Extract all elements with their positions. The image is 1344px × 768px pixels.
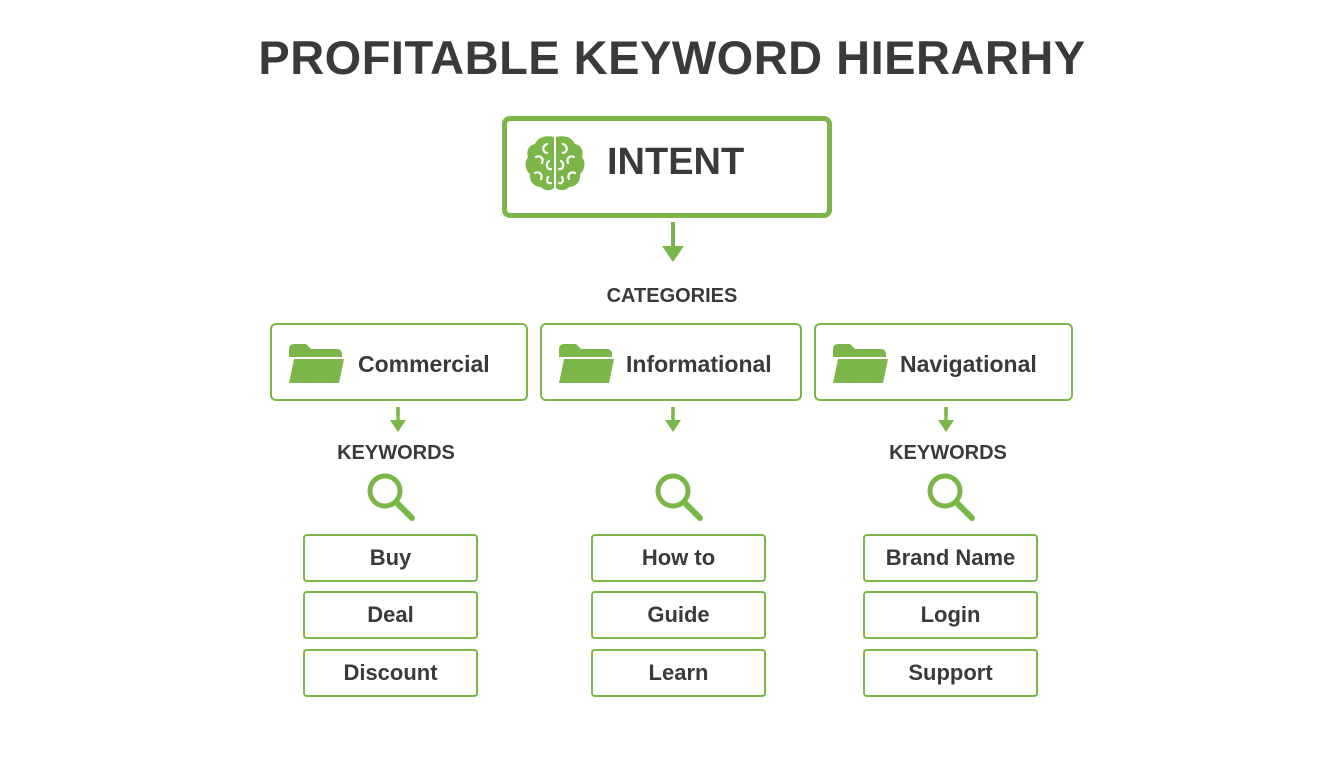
keywords-label-commercial: KEYWORDS: [337, 442, 455, 464]
brain-icon: [525, 136, 585, 191]
categories-label: CATEGORIES: [606, 285, 738, 307]
keyword-box: Support: [863, 649, 1038, 697]
intent-label: INTENT: [607, 141, 745, 183]
folder-icon: [289, 344, 344, 383]
keyword-box: Discount: [303, 649, 478, 697]
keyword-box: Brand Name: [863, 534, 1038, 582]
keyword-box: Buy: [303, 534, 478, 582]
search-icon: [655, 473, 703, 521]
category-label-informational: Informational: [626, 351, 772, 377]
search-icon: [367, 473, 415, 521]
category-label-commercial: Commercial: [358, 351, 490, 377]
arrow-down-icon: [665, 407, 681, 432]
keywords-label-navigational: KEYWORDS: [889, 442, 1007, 464]
keyword-box: Deal: [303, 591, 478, 639]
diagram-title: PROFITABLE KEYWORD HIERARHY: [258, 31, 1086, 84]
folder-icon: [833, 344, 888, 383]
search-icon: [927, 473, 975, 521]
keyword-box: Learn: [591, 649, 766, 697]
keyword-box: How to: [591, 534, 766, 582]
arrow-down-icon: [662, 222, 684, 262]
arrow-down-icon: [390, 407, 406, 432]
arrow-down-icon: [938, 407, 954, 432]
folder-icon: [559, 344, 614, 383]
keyword-box: Login: [863, 591, 1038, 639]
category-label-navigational: Navigational: [900, 351, 1037, 377]
keyword-box: Guide: [591, 591, 766, 639]
